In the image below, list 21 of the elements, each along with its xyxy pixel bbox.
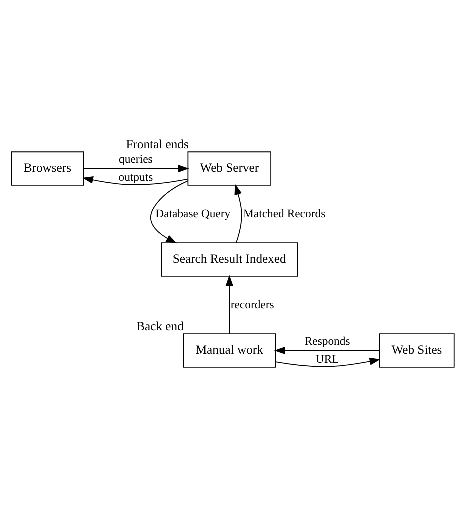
edge-label: Responds: [304, 334, 350, 348]
arrow: [82, 176, 188, 186]
arrow: [275, 358, 381, 368]
node-label: Back end: [136, 320, 184, 334]
arrow: [226, 275, 234, 334]
edge-label: Database Query: [156, 207, 231, 220]
node-box: Search Result Indexed: [161, 242, 298, 277]
edge-label: Matched Records: [244, 207, 326, 220]
node-box: Web Server: [188, 152, 272, 186]
arrow: [274, 346, 380, 355]
arrow: [234, 184, 242, 244]
node-box: Web Sites: [379, 334, 455, 368]
node-label: Frontal ends: [126, 138, 189, 152]
edge-label: recorders: [230, 298, 274, 312]
edge-label: URL: [316, 352, 340, 366]
edge-label: queries: [119, 152, 153, 166]
node-box: Browsers: [11, 152, 84, 186]
node-box: Manual work: [183, 334, 276, 368]
arrow: [84, 165, 190, 173]
edge-label: outputs: [118, 170, 154, 184]
arrow: [150, 180, 189, 244]
